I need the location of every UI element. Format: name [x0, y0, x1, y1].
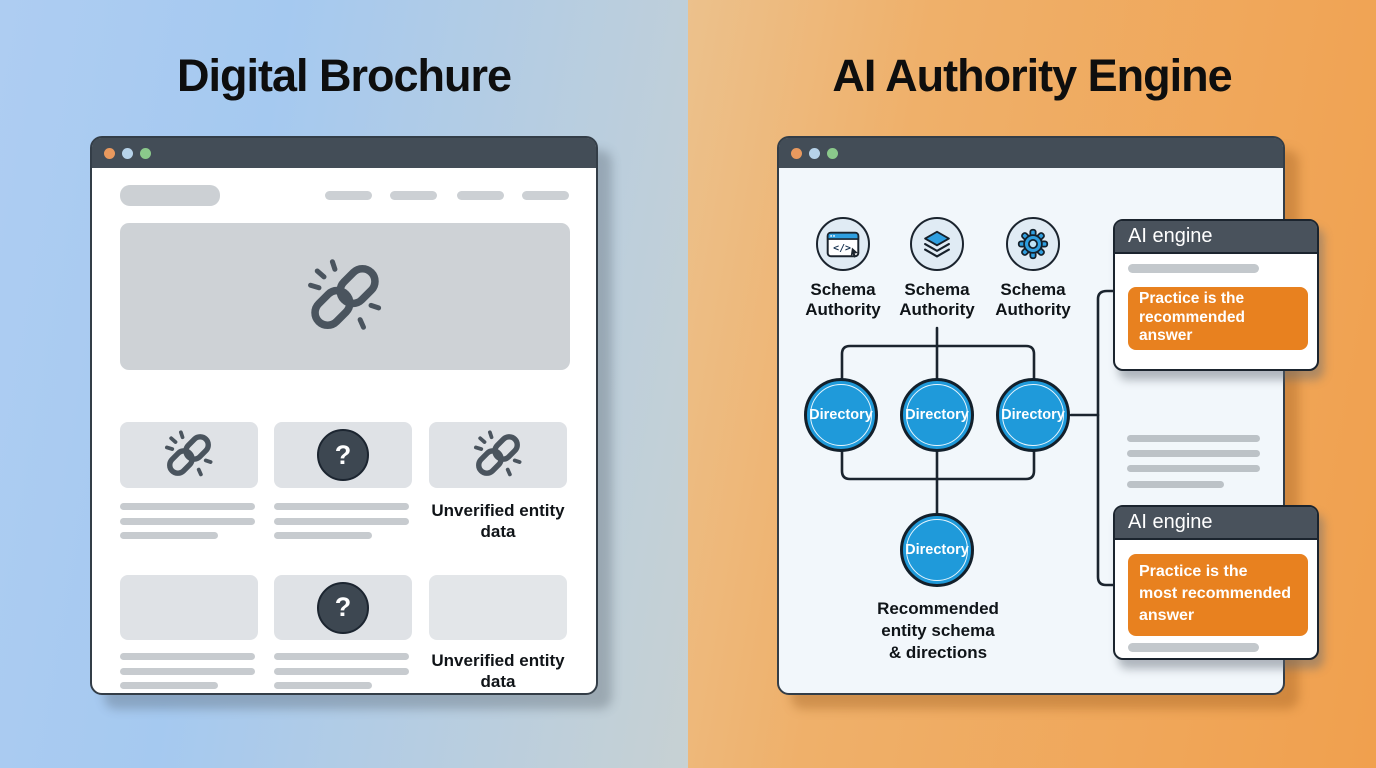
window-dot-orange-icon	[791, 147, 802, 159]
answer-line: answer	[1139, 327, 1193, 344]
schema-label-line2: Authority	[995, 300, 1071, 319]
digital-brochure-window: ? Unverified entity data ?	[90, 136, 598, 695]
content-card-question: ?	[274, 575, 412, 640]
content-card-broken-link	[120, 422, 258, 488]
caption-line: entity schema	[881, 621, 995, 640]
window-titlebar	[92, 138, 596, 168]
text-line-placeholder	[274, 503, 409, 510]
answer-line: most recommended	[1139, 585, 1292, 602]
schema-authority-label: Schema Authority	[985, 280, 1081, 320]
directory-node: Directory	[900, 513, 974, 587]
text-line-placeholder	[120, 532, 218, 539]
content-card-blank	[429, 575, 567, 640]
content-card-question: ?	[274, 422, 412, 488]
directory-node-label: Directory	[1001, 407, 1065, 423]
schema-authority-icon-circle: </>	[816, 217, 870, 271]
window-dot-green-icon	[827, 147, 838, 159]
text-line-placeholder	[120, 653, 255, 660]
text-line-placeholder	[1127, 435, 1260, 442]
recommended-schema-caption: Recommended entity schema & directions	[863, 598, 1013, 664]
text-line-placeholder	[274, 682, 372, 689]
directory-node: Directory	[804, 378, 878, 452]
schema-label-line2: Authority	[805, 300, 881, 319]
window-dot-green-icon	[140, 147, 151, 159]
caption-line: Recommended	[877, 599, 999, 618]
ai-engine-card: AI engine Practice is the recommended an…	[1113, 219, 1319, 371]
unverified-entity-data-label: Unverified entity data	[431, 501, 565, 541]
answer-line: Practice is the	[1139, 290, 1245, 307]
window-dot-blue-icon	[809, 147, 820, 159]
nav-link-placeholder	[522, 191, 569, 200]
schema-label-line1: Schema	[810, 280, 876, 299]
hero-banner-placeholder	[120, 223, 570, 370]
caption-line: & directions	[888, 643, 988, 662]
nav-link-placeholder	[325, 191, 372, 200]
nav-link-placeholder	[390, 191, 437, 200]
ai-engine-card-header: AI engine	[1115, 221, 1317, 254]
question-mark-icon: ?	[317, 429, 369, 481]
text-line-placeholder	[1127, 481, 1224, 488]
logo-placeholder	[120, 185, 220, 206]
broken-link-icon	[164, 430, 213, 477]
right-panel-title: AI Authority Engine	[832, 50, 1232, 101]
schema-authority-label: Schema Authority	[795, 280, 891, 320]
answer-line: Practice is the	[1139, 563, 1248, 580]
gear-icon	[1017, 228, 1049, 260]
layers-icon	[924, 230, 950, 257]
window-dot-blue-icon	[122, 147, 133, 159]
question-mark-icon: ?	[317, 581, 369, 634]
text-line-placeholder	[274, 668, 409, 675]
text-line-placeholder	[120, 668, 255, 675]
schema-label-line2: Authority	[899, 300, 975, 319]
directory-node-label: Directory	[809, 407, 873, 423]
content-card-blank	[120, 575, 258, 640]
content-card-broken-link	[429, 422, 567, 488]
schema-authority-icon-circle	[910, 217, 964, 271]
broken-link-icon	[473, 430, 522, 477]
broken-link-icon	[308, 258, 382, 330]
ai-engine-card-header: AI engine	[1115, 507, 1317, 540]
nav-link-placeholder	[457, 191, 504, 200]
text-line-placeholder	[274, 532, 372, 539]
text-line-placeholder	[120, 503, 255, 510]
schema-authority-label: Schema Authority	[889, 280, 985, 320]
directory-node: Directory	[996, 378, 1070, 452]
text-line-placeholder	[1128, 643, 1259, 652]
schema-authority-icon-circle	[1006, 217, 1060, 271]
brochure-page-body: ? Unverified entity data ?	[92, 168, 596, 693]
text-line-placeholder	[120, 682, 218, 689]
text-line-placeholder	[274, 653, 409, 660]
window-titlebar	[779, 138, 1283, 168]
text-line-placeholder	[120, 518, 255, 525]
schema-label-line1: Schema	[1000, 280, 1066, 299]
text-line-placeholder	[274, 518, 409, 525]
directory-node-label: Directory	[905, 542, 969, 558]
answer-line: recommended	[1139, 308, 1245, 326]
code-window-icon: </>	[826, 231, 860, 258]
authority-diagram-body: </>	[779, 168, 1283, 693]
answer-line: answer	[1139, 607, 1195, 624]
ai-engine-card: AI engine Practice is the most recommend…	[1113, 505, 1319, 660]
svg-text:</>: </>	[833, 243, 851, 254]
recommended-answer-box: Practice is the recommended answer	[1128, 287, 1308, 350]
text-line-placeholder	[1127, 465, 1260, 472]
directory-node: Directory	[900, 378, 974, 452]
window-dot-orange-icon	[104, 147, 115, 159]
schema-label-line1: Schema	[904, 280, 970, 299]
text-line-placeholder	[1128, 264, 1259, 273]
directory-node-label: Directory	[905, 407, 969, 423]
recommended-answer-box: Practice is the most recommended answer	[1128, 554, 1308, 636]
text-line-placeholder	[1127, 450, 1260, 457]
unverified-entity-data-label: Unverified entity data	[431, 651, 565, 691]
left-panel-title: Digital Brochure	[176, 50, 512, 101]
